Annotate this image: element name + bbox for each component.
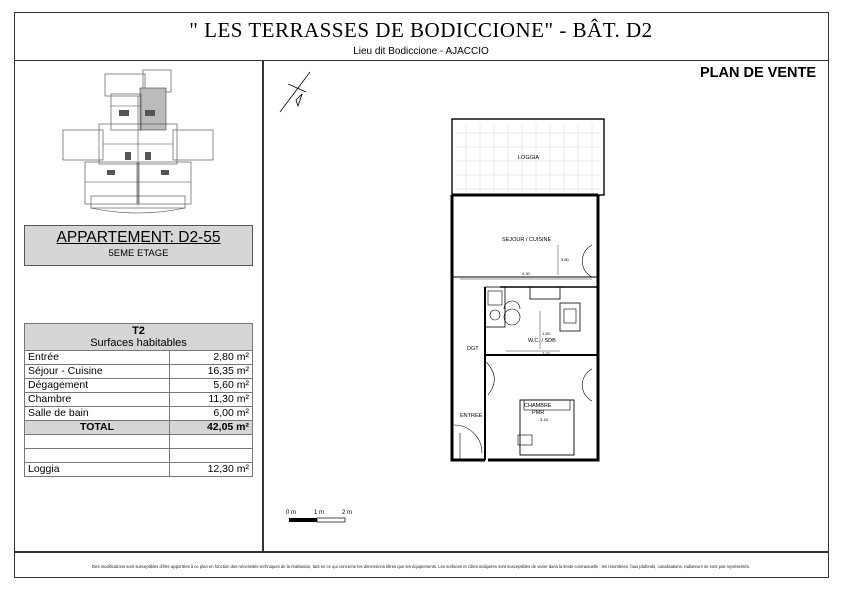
dim-sejour-width: 4.30 [522,271,531,276]
row-label: Chambre [24,392,170,407]
room-label-chambre: CHAMBRE [524,403,552,409]
scale-segment [316,517,346,523]
building-key-plan [62,69,214,214]
legal-disclaimer: Des modifications sont susceptibles d'êt… [92,564,750,569]
scale-segment [289,518,317,522]
project-location: Lieu dit Bodiccione - AJACCIO [353,46,489,57]
row-value: 6,00 m² [169,406,253,421]
surfaces-heading: Surfaces habitables [90,337,187,349]
project-title: " LES TERRASSES DE BODICCIONE" - BÂT. D2 [189,18,653,42]
room-label-wc: W.C. / SDB [528,338,556,344]
total-value: 42,05 m² [169,420,253,435]
north-arrow-icon [279,71,311,113]
dim-sejour-height: 3.80 [561,257,570,262]
scale-label-0: 0 m [286,510,296,516]
row-label: Entrée [24,350,170,365]
loggia-label: Loggia [24,462,170,477]
row-label: Séjour - Cuisine [24,364,170,379]
scale-bar: 0 m 1 m 2 m [286,510,352,523]
row-value: 2,80 m² [169,350,253,365]
row-value: 5,60 m² [169,378,253,393]
scale-label-1: 1 m [314,510,324,516]
blank-row [24,434,253,449]
dim-wc-width: 2.33 [542,351,551,356]
room-label-loggia: LOGGIA [518,155,539,161]
total-label: TOTAL [24,420,170,435]
footer-frame [14,552,829,578]
room-label-sejour: SEJOUR / CUISINE [502,237,552,243]
apartment-box: APPARTEMENT: D2-55 5EME ETAGE [24,225,253,266]
plan-label: PLAN DE VENTE [699,65,816,81]
right-panel-frame [263,60,829,552]
room-label-dgt: DGT [467,346,479,352]
apartment-name: APPARTEMENT: D2-55 [56,229,221,246]
loggia-value: 12,30 m² [169,462,253,477]
apartment-type: T2 [132,325,145,337]
dim-chambre: 3.18 [540,417,549,422]
row-label: Salle de bain [24,406,170,421]
room-label-pmr: PMR [532,410,544,416]
floor-plan: LOGGIA SEJOUR / CUISINE W.C. / SDB DGT C… [450,118,605,462]
room-label-entree: ENTREE [460,413,483,419]
scale-label-2: 2 m [342,510,352,516]
row-value: 11,30 m² [169,392,253,407]
dim-wc-height: 1.83 [542,331,551,336]
row-value: 16,35 m² [169,364,253,379]
blank-row [24,448,253,463]
apartment-floor: 5EME ETAGE [108,248,169,259]
left-panel-frame [14,60,263,552]
row-label: Dégagement [24,378,170,393]
